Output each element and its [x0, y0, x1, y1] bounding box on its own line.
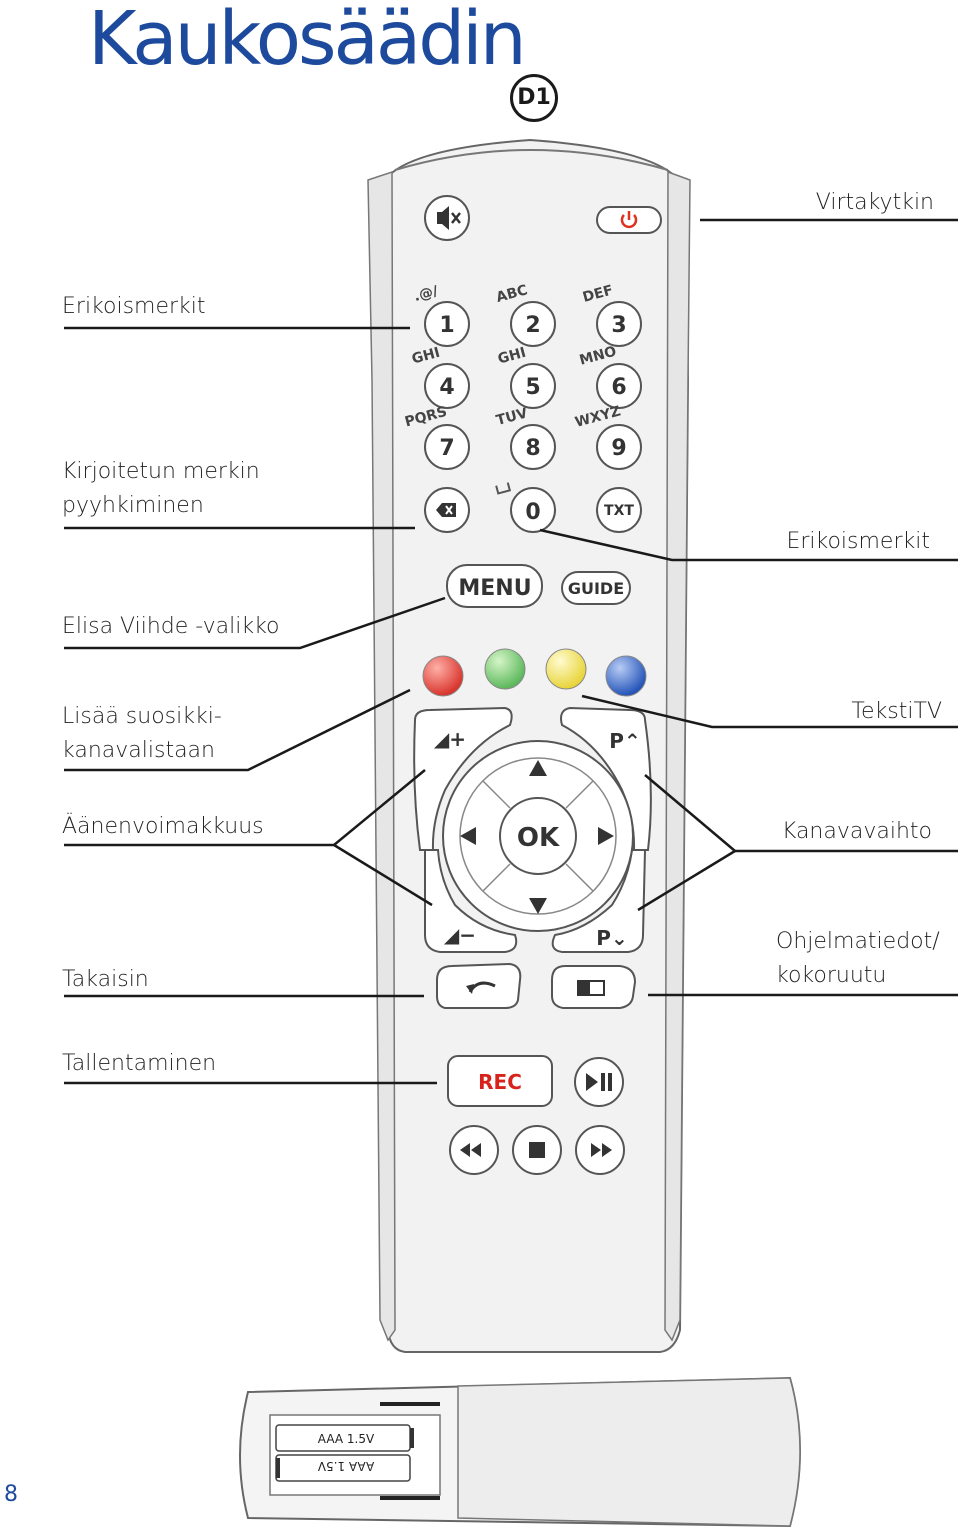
battery-2-label: AAA 1.5V	[317, 1459, 374, 1473]
label-menu: Elisa Viihde -valikko	[62, 614, 280, 639]
volume-down-label: ◢−	[444, 923, 476, 947]
digit-button-1[interactable]: 1 .@/	[412, 283, 470, 347]
space-icon	[495, 482, 512, 495]
label-epg-line1: Ohjelmatiedot/	[776, 929, 940, 954]
fast-forward-button[interactable]	[575, 1125, 625, 1175]
power-icon	[620, 214, 638, 229]
yellow-button[interactable]	[545, 648, 587, 690]
volume-up-button[interactable]: ◢+	[413, 706, 513, 851]
page-title: Kaukosäädin	[88, 0, 527, 82]
channel-down-button[interactable]: P⌄	[551, 849, 647, 953]
volume-down-button[interactable]: ◢−	[424, 849, 518, 953]
digit-letters: .@/	[412, 283, 441, 305]
page-number: 8	[4, 1482, 18, 1507]
rewind-button[interactable]	[449, 1125, 499, 1175]
play-pause-button[interactable]	[574, 1057, 624, 1107]
mute-button[interactable]	[424, 195, 470, 241]
label-channel: Kanavavaihto	[781, 819, 932, 844]
blue-button[interactable]	[605, 655, 647, 697]
stop-button[interactable]	[512, 1125, 562, 1175]
fast-forward-icon	[591, 1143, 612, 1157]
battery-1-label: AAA 1.5V	[318, 1432, 375, 1446]
menu-label: MENU	[458, 576, 531, 601]
txt-button[interactable]: TXT	[596, 487, 642, 533]
code-badge: D1	[510, 74, 558, 122]
label-delete-line2: pyyhkiminen	[62, 493, 204, 518]
channel-up-button[interactable]: P⌃	[560, 706, 652, 851]
guide-button[interactable]: GUIDE	[561, 571, 631, 605]
digit-label: 5	[525, 375, 540, 400]
digit-letters: GHI	[496, 345, 528, 368]
digit-label: 1	[439, 313, 454, 338]
digit-label: 8	[525, 436, 540, 461]
digit-letters: DEF	[581, 282, 615, 305]
channel-down-label: P⌄	[596, 926, 627, 950]
channel-up-label: P⌃	[609, 729, 640, 753]
label-power: Virtakytkin	[815, 190, 934, 215]
zero-label: 0	[525, 500, 540, 525]
ok-button[interactable]: OK	[499, 797, 577, 875]
fullscreen-button[interactable]	[551, 965, 637, 1009]
digit-label: 4	[439, 375, 454, 400]
txt-label: TXT	[604, 503, 634, 519]
mute-icon	[437, 206, 449, 230]
label-back: Takaisin	[62, 967, 149, 992]
power-button[interactable]	[596, 206, 662, 234]
label-teletext: TekstiTV	[851, 699, 942, 724]
digit-label: 6	[611, 375, 626, 400]
label-special-chars-right: Erikoismerkit	[786, 529, 930, 554]
up-arrow-icon[interactable]	[529, 760, 547, 776]
digit-letters: GHI	[410, 345, 442, 368]
label-favorites-line2: kanavalistaan	[62, 738, 215, 763]
digit-label: 7	[439, 436, 454, 461]
label-favorites-line1: Lisää suosikki-	[62, 704, 222, 729]
rec-label: REC	[478, 1070, 522, 1094]
digit-label: 2	[525, 313, 540, 338]
volume-up-label: ◢+	[434, 727, 466, 751]
left-arrow-icon[interactable]	[460, 827, 476, 845]
digit-label: 3	[611, 313, 626, 338]
record-button[interactable]: REC	[447, 1055, 553, 1107]
digit-letters: ABC	[495, 282, 530, 306]
dpad: OK	[442, 740, 634, 932]
red-button[interactable]	[422, 655, 464, 697]
ok-label: OK	[517, 823, 560, 853]
digit-button-4[interactable]: 4 GHI	[410, 345, 470, 409]
right-arrow-icon[interactable]	[598, 827, 614, 845]
label-epg-line2: kokoruutu	[776, 963, 887, 988]
stop-icon	[529, 1142, 545, 1158]
back-button[interactable]	[436, 962, 522, 1009]
zero-button[interactable]: 0	[495, 482, 556, 533]
digit-label: 9	[611, 436, 626, 461]
label-delete-line1: Kirjoitetun merkin	[62, 459, 260, 484]
digit-button-8[interactable]: 8 TUV	[495, 405, 556, 470]
digit-button-5[interactable]: 5 GHI	[496, 345, 556, 409]
down-arrow-icon[interactable]	[529, 898, 547, 914]
rewind-icon	[460, 1143, 481, 1157]
digit-button-2[interactable]: 2 ABC	[495, 282, 556, 347]
label-special-chars-left: Erikoismerkit	[62, 294, 206, 319]
label-volume: Äänenvoimakkuus	[62, 814, 264, 839]
digit-letters: TUV	[495, 405, 530, 429]
callout-lines	[64, 218, 958, 1085]
guide-label: GUIDE	[568, 579, 624, 598]
green-button[interactable]	[484, 648, 526, 690]
digit-button-3[interactable]: 3 DEF	[581, 282, 642, 347]
play-pause-icon	[586, 1073, 598, 1091]
label-record: Tallentaminen	[62, 1051, 217, 1076]
battery-compartment: AAA 1.5V AAA 1.5V	[239, 1376, 801, 1528]
menu-button[interactable]: MENU	[446, 564, 543, 608]
delete-button[interactable]	[424, 487, 470, 533]
